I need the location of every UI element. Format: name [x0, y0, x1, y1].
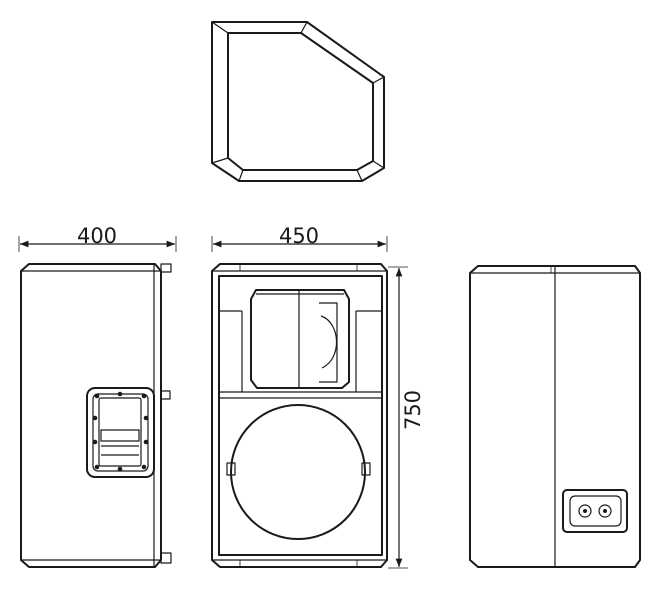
dimension-label-450: 450 [279, 224, 319, 248]
woofer [226, 404, 371, 540]
dimension-height: 750 [388, 266, 425, 569]
horn-tweeter [250, 289, 350, 389]
side-view [20, 263, 172, 568]
dimension-label-400: 400 [77, 224, 117, 248]
top-view [211, 21, 385, 182]
dimension-label-750: 750 [401, 390, 425, 430]
side-handle [86, 387, 155, 478]
dimension-side-width: 400 [18, 224, 177, 252]
front-view [211, 263, 388, 568]
dimension-front-width: 450 [211, 224, 388, 252]
rear-view [469, 265, 641, 568]
connector-plate [562, 489, 628, 533]
